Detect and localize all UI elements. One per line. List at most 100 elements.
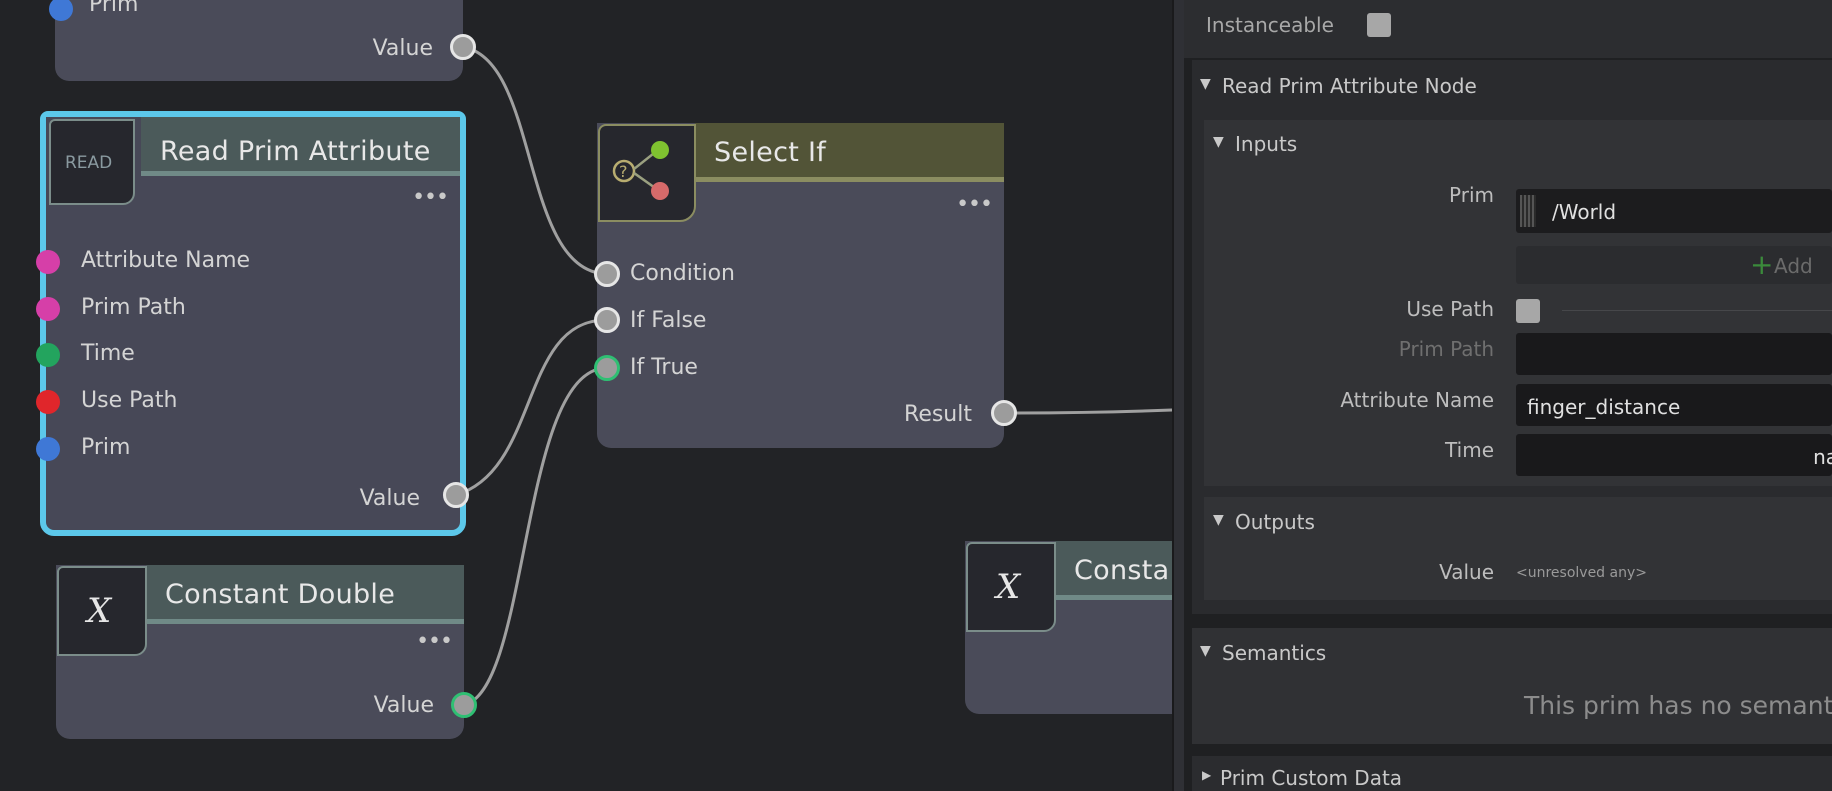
attribute-name-label: Attribute Name <box>1340 388 1494 412</box>
port-if-true-label: If True <box>630 355 698 380</box>
add-target-button[interactable]: + Add <box>1516 246 1832 284</box>
node-title: Read Prim Attribute <box>160 136 431 167</box>
time-field[interactable]: na <box>1516 434 1832 476</box>
port-result-out[interactable] <box>991 400 1017 426</box>
read-icon: READ <box>49 119 135 205</box>
subsection-inputs[interactable]: ▼ Inputs <box>1204 120 1832 168</box>
port-if-false-label: If False <box>630 308 707 333</box>
output-result-label: Result <box>904 402 972 427</box>
port-prim-in[interactable] <box>36 437 60 461</box>
port-condition-label: Condition <box>630 261 735 286</box>
subsection-title: Inputs <box>1235 132 1298 156</box>
section-title: Prim Custom Data <box>1220 766 1403 790</box>
section-prim-custom-data[interactable]: ▶ Prim Custom Data <box>1192 756 1832 791</box>
svg-text:?: ? <box>619 162 628 181</box>
expand-triangle-icon: ▼ <box>1200 643 1211 659</box>
attribute-name-field[interactable]: finger_distance <box>1516 384 1832 426</box>
node-menu-dots[interactable]: ••• <box>412 185 449 210</box>
node-header-line <box>1055 595 1172 600</box>
port-attribute-name-label: Attribute Name <box>81 248 251 273</box>
attribute-name-value: finger_distance <box>1527 395 1681 419</box>
port-constant-value-out[interactable] <box>451 692 477 718</box>
branch-glyph: ? <box>612 141 669 200</box>
output-value-label: Value <box>372 36 433 61</box>
node-read-prim-attribute[interactable]: READ Read Prim Attribute ••• Attribute N… <box>36 111 466 536</box>
expand-triangle-icon: ▼ <box>1213 512 1224 528</box>
port-time-in[interactable] <box>36 343 60 367</box>
node-header-line <box>141 171 460 176</box>
expand-triangle-icon: ▼ <box>1213 134 1224 150</box>
port-if-true-in[interactable] <box>594 355 620 381</box>
node-header-line <box>146 619 464 624</box>
wire-read-value-to-if-false[interactable] <box>455 318 607 497</box>
node-select-if[interactable]: ? Select If ••• Condition If False If Tr… <box>597 123 1004 448</box>
variable-x-icon: X <box>966 542 1056 632</box>
time-label: Time <box>1445 438 1494 462</box>
node-top-partial[interactable]: Prim Value <box>49 0 463 81</box>
add-label: Add <box>1774 254 1813 278</box>
port-attribute-name-in[interactable] <box>36 250 60 274</box>
port-time-label: Time <box>81 341 135 366</box>
prim-path-label: Prim Path <box>1398 337 1494 361</box>
expand-triangle-icon: ▼ <box>1200 76 1211 92</box>
semantics-empty-text: This prim has no semant <box>1524 691 1832 720</box>
node-menu-dots[interactable]: ••• <box>956 192 993 217</box>
node-constant-double[interactable]: X Constant Double ••• Value <box>56 565 464 739</box>
variable-x-icon: X <box>57 566 147 656</box>
prim-target-field[interactable]: /World <box>1516 189 1832 233</box>
section-title: Semantics <box>1222 641 1327 665</box>
subsection-outputs[interactable]: ▼ Outputs <box>1204 497 1832 600</box>
time-value: na <box>1813 445 1832 469</box>
property-panel: Instanceable ▼ Read Prim Attribute Node … <box>1184 0 1832 791</box>
output-value-type: <unresolved any> <box>1516 565 1647 581</box>
output-value-label: Value <box>359 486 420 511</box>
instanceable-label: Instanceable <box>1206 13 1334 37</box>
port-use-path-label: Use Path <box>81 388 178 413</box>
subsection-title: Outputs <box>1235 510 1315 534</box>
graph-canvas[interactable]: Prim Value READ Read Prim Attribute ••• … <box>0 0 1172 791</box>
wire-constant-value-to-if-true[interactable] <box>463 366 607 707</box>
prim-label: Prim <box>1449 183 1494 207</box>
plus-icon: + <box>1750 248 1774 281</box>
wire-result-to-offscreen[interactable] <box>1003 408 1172 415</box>
output-value-label: Value <box>1439 560 1494 584</box>
instanceable-checkbox[interactable] <box>1367 13 1391 37</box>
x-icon-text: X <box>996 567 1021 607</box>
port-prim-path-in[interactable] <box>36 297 60 321</box>
instanceable-row: Instanceable <box>1184 0 1832 58</box>
node-title: Constant Double <box>165 579 396 610</box>
wire-top-value-to-condition[interactable] <box>462 45 607 276</box>
panel-splitter[interactable] <box>1172 0 1184 791</box>
port-read-value-out[interactable] <box>443 482 469 508</box>
port-if-false-in[interactable] <box>594 307 620 333</box>
collapsed-triangle-icon: ▶ <box>1202 768 1212 782</box>
section-title: Read Prim Attribute Node <box>1222 74 1477 98</box>
node-header-line <box>695 177 1004 182</box>
section-semantics[interactable]: ▼ Semantics This prim has no semant <box>1192 628 1832 744</box>
port-prim-in[interactable] <box>49 0 73 21</box>
use-path-divider <box>1562 310 1832 311</box>
use-path-label: Use Path <box>1406 297 1494 321</box>
drag-handle-icon[interactable] <box>1520 195 1536 227</box>
port-prim-path-label: Prim Path <box>81 295 186 320</box>
question-branch-icon: ? <box>598 124 696 222</box>
node-title: Select If <box>714 137 827 168</box>
port-top-value-out[interactable] <box>450 34 476 60</box>
port-prim-label: Prim <box>89 0 139 17</box>
port-prim-label: Prim <box>81 435 131 460</box>
node-header-bar <box>141 117 460 171</box>
output-value-label: Value <box>373 693 434 718</box>
port-use-path-in[interactable] <box>36 390 60 414</box>
port-condition-in[interactable] <box>594 261 620 287</box>
prim-value: /World <box>1552 200 1617 224</box>
section-read-prim-attribute-node[interactable]: ▼ Read Prim Attribute Node <box>1192 60 1832 112</box>
connection-wires <box>455 45 1172 707</box>
prim-path-field[interactable] <box>1516 333 1832 375</box>
node-header-bar <box>146 565 464 619</box>
node-menu-dots[interactable]: ••• <box>416 629 453 654</box>
use-path-checkbox[interactable] <box>1516 299 1540 323</box>
node-constant-partial[interactable]: X Consta <box>965 541 1172 714</box>
read-icon-text: READ <box>65 153 113 173</box>
node-title: Consta <box>1074 555 1170 586</box>
x-icon-text: X <box>87 591 112 631</box>
